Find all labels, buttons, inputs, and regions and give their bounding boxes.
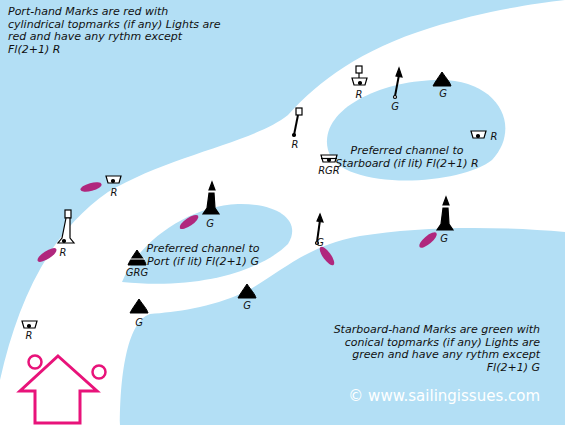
can-buoy (321, 155, 337, 162)
mark-letter: R (60, 247, 67, 259)
marker-circle (93, 366, 106, 379)
cone-buoy (128, 72, 451, 313)
mark-letter: RGR (318, 165, 340, 177)
note-text: Port-hand Marks are red with cylindrical… (8, 6, 223, 57)
band (129, 259, 145, 260)
mark-letter: G (243, 300, 251, 312)
mark-letter: G (135, 317, 143, 329)
channel-note: Preferred channel to Starboard (if lit) … (335, 145, 480, 170)
note-text: Starboard-hand Marks are green with coni… (310, 324, 540, 375)
mark-letter: G (439, 88, 447, 100)
mark-letter: R (491, 131, 498, 143)
mark-letter: G (316, 237, 324, 249)
mark-letter: G (206, 218, 214, 230)
marker-circle (29, 356, 42, 369)
direction-arrow (20, 356, 97, 423)
can-buoy (22, 66, 486, 328)
mark-letter: G (440, 233, 448, 245)
mark-letter: R (111, 187, 118, 199)
island (327, 80, 505, 181)
mark-letter: G (391, 101, 399, 113)
channel-note: Preferred channel to Port (if lit) Fl(2+… (141, 243, 266, 268)
watermark: © www.sailingissues.com (348, 388, 540, 405)
mark-letter: R (356, 89, 363, 101)
island (122, 204, 292, 284)
mark-letter: GRG (126, 267, 148, 279)
mark-letter: R (26, 330, 33, 342)
mark-letter: R (292, 139, 299, 151)
